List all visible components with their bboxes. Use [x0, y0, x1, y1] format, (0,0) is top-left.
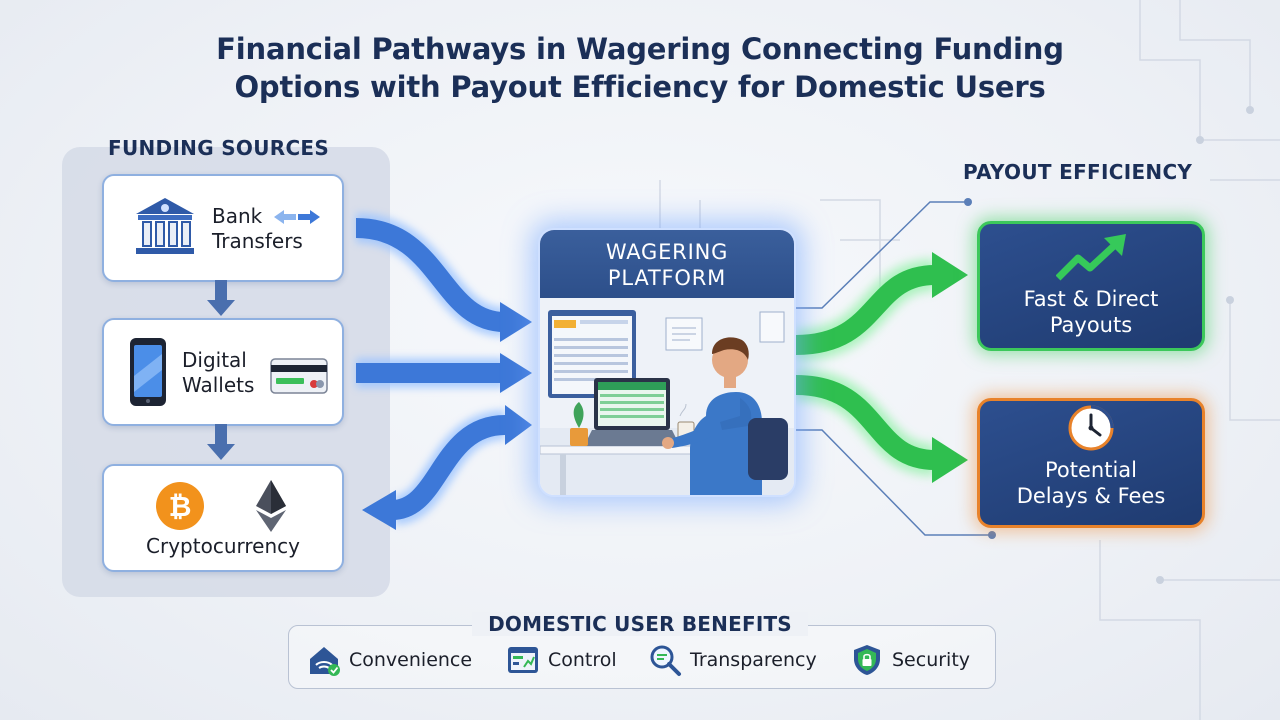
fast-direct-payouts-label: Fast & Direct Payouts	[980, 286, 1202, 338]
bitcoin-icon: ₿	[156, 482, 204, 530]
digital-wallets-line-1: Digital	[182, 348, 247, 372]
digital-wallets-card: Digital Wallets	[102, 318, 344, 426]
trend-up-arrow-icon	[1056, 234, 1126, 281]
flow-arrow-wallet-head	[500, 353, 532, 393]
dashboard-icon	[508, 647, 538, 673]
flow-arrow-bank-head	[500, 302, 532, 342]
flow-arrow-fast-payout-head	[932, 252, 968, 298]
bank-icon	[136, 198, 194, 254]
clock-icon	[1068, 405, 1114, 451]
shield-lock-icon	[854, 645, 880, 675]
cryptocurrency-card: ₿ Cryptocurrency	[102, 464, 344, 572]
benefit-control: Control	[506, 640, 617, 680]
credit-card-icon	[270, 358, 328, 394]
down-arrow-icon	[207, 280, 235, 316]
benefit-convenience-label: Convenience	[349, 649, 473, 671]
wagering-platform-header: WAGERING PLATFORM	[540, 230, 794, 298]
page-title: Financial Pathways in Wagering Connectin…	[0, 30, 1280, 106]
flow-arrow-slow-payout-head	[932, 437, 968, 483]
person-icon	[662, 337, 762, 495]
wagering-platform-title-line-2: PLATFORM	[607, 266, 727, 290]
flow-arrow-slow-payout	[795, 375, 936, 470]
fast-direct-payouts-line-2: Payouts	[1049, 313, 1133, 337]
benefit-transparency-label: Transparency	[690, 649, 817, 671]
flow-arrow-fast-payout	[795, 265, 936, 355]
user-at-desk-illustration	[540, 298, 794, 495]
wagering-platform-card: WAGERING PLATFORM	[538, 228, 796, 497]
benefit-security: Security	[850, 640, 970, 680]
smartphone-icon	[130, 338, 166, 406]
fast-direct-payouts-card: Fast & Direct Payouts	[977, 221, 1205, 351]
digital-wallets-line-2: Wallets	[182, 373, 255, 397]
laptop-icon	[584, 378, 680, 446]
benefit-transparency: Transparency	[648, 640, 817, 680]
potential-delays-fees-line-1: Potential	[1045, 458, 1137, 482]
bank-transfers-card: Bank Transfers	[102, 174, 344, 282]
potential-delays-fees-line-2: Delays & Fees	[1016, 484, 1166, 508]
ethereum-icon	[256, 480, 286, 532]
potential-delays-fees-label: Potential Delays & Fees	[980, 457, 1202, 509]
benefit-control-label: Control	[548, 649, 617, 671]
domestic-user-benefits-heading: DOMESTIC USER BENEFITS	[472, 612, 808, 636]
payout-efficiency-heading: PAYOUT EFFICIENCY	[963, 160, 1193, 184]
flow-arrow-crypto-tail-head	[505, 405, 532, 445]
page-title-line-1: Financial Pathways in Wagering Connectin…	[216, 32, 1064, 66]
fast-direct-payouts-line-1: Fast & Direct	[1023, 287, 1159, 311]
flow-arrow-bank	[355, 218, 506, 332]
home-wifi-icon	[310, 647, 340, 676]
page-title-line-2: Options with Payout Efficiency for Domes…	[234, 70, 1046, 104]
wagering-platform-title-line-1: WAGERING	[605, 240, 729, 264]
potential-delays-fees-card: Potential Delays & Fees	[977, 398, 1205, 528]
svg-text:₿: ₿	[169, 490, 192, 523]
bank-transfers-line-2: Transfers	[212, 229, 303, 253]
transfer-arrows-icon	[274, 210, 320, 224]
magnifier-icon	[650, 645, 681, 676]
digital-wallets-label: Digital Wallets	[182, 348, 254, 398]
benefit-security-label: Security	[892, 649, 971, 671]
flow-arrow-crypto	[390, 415, 506, 520]
bank-transfers-line-1: Bank	[212, 204, 263, 228]
cryptocurrency-label: Cryptocurrency	[146, 534, 300, 558]
benefit-convenience: Convenience	[307, 640, 472, 680]
funding-sources-heading: FUNDING SOURCES	[108, 136, 330, 160]
bank-transfers-label: Bank Transfers	[212, 204, 303, 254]
wagering-platform-title: WAGERING PLATFORM	[540, 239, 794, 291]
down-arrow-icon	[207, 424, 235, 460]
flow-arrow-crypto-head	[362, 490, 396, 530]
